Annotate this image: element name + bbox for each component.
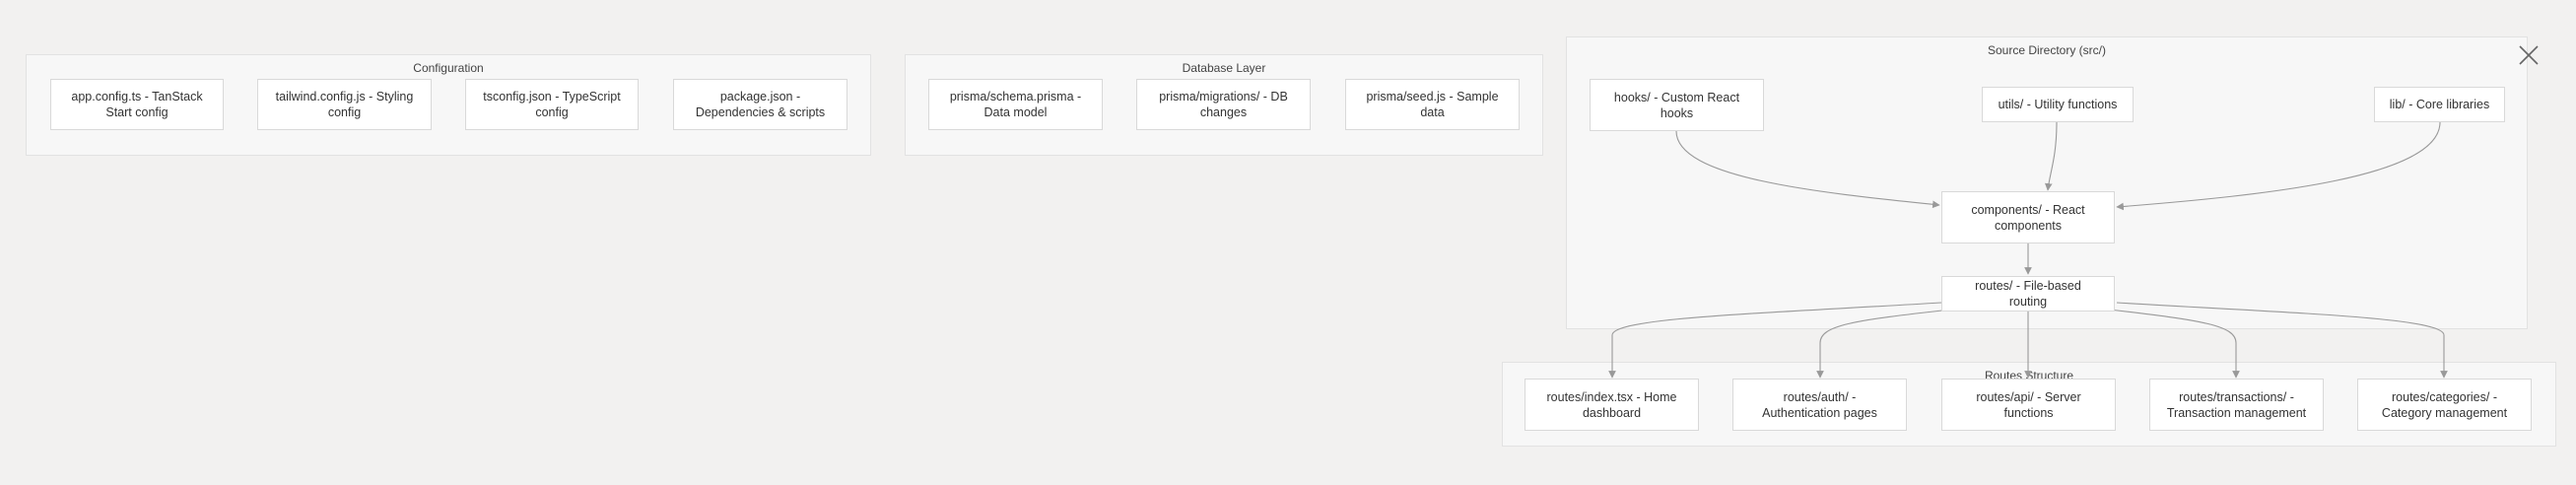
node-routes-transactions[interactable]: routes/transactions/ - Transaction manag… [2149,379,2324,431]
node-tsconfig[interactable]: tsconfig.json - TypeScript config [465,79,639,130]
node-components[interactable]: components/ - React components [1941,191,2115,243]
node-routes-api[interactable]: routes/api/ - Server functions [1941,379,2116,431]
cluster-title: Configuration [413,61,484,75]
close-button[interactable] [2517,43,2541,67]
node-utils[interactable]: utils/ - Utility functions [1982,87,2134,122]
node-prisma-seed[interactable]: prisma/seed.js - Sample data [1345,79,1520,130]
cluster-title: Database Layer [1182,61,1266,75]
node-prisma-schema[interactable]: prisma/schema.prisma - Data model [928,79,1103,130]
node-routes-categories[interactable]: routes/categories/ - Category management [2357,379,2532,431]
close-icon [2519,45,2539,65]
node-routes[interactable]: routes/ - File-based routing [1941,276,2115,312]
node-routes-index[interactable]: routes/index.tsx - Home dashboard [1525,379,1699,431]
node-routes-auth[interactable]: routes/auth/ - Authentication pages [1732,379,1907,431]
node-tailwind-config[interactable]: tailwind.config.js - Styling config [257,79,432,130]
node-prisma-migrations[interactable]: prisma/migrations/ - DB changes [1136,79,1311,130]
node-app-config[interactable]: app.config.ts - TanStack Start config [50,79,224,130]
node-lib[interactable]: lib/ - Core libraries [2374,87,2505,122]
cluster-title: Source Directory (src/) [1987,43,2107,57]
node-package-json[interactable]: package.json - Dependencies & scripts [673,79,847,130]
node-hooks[interactable]: hooks/ - Custom React hooks [1590,79,1764,131]
